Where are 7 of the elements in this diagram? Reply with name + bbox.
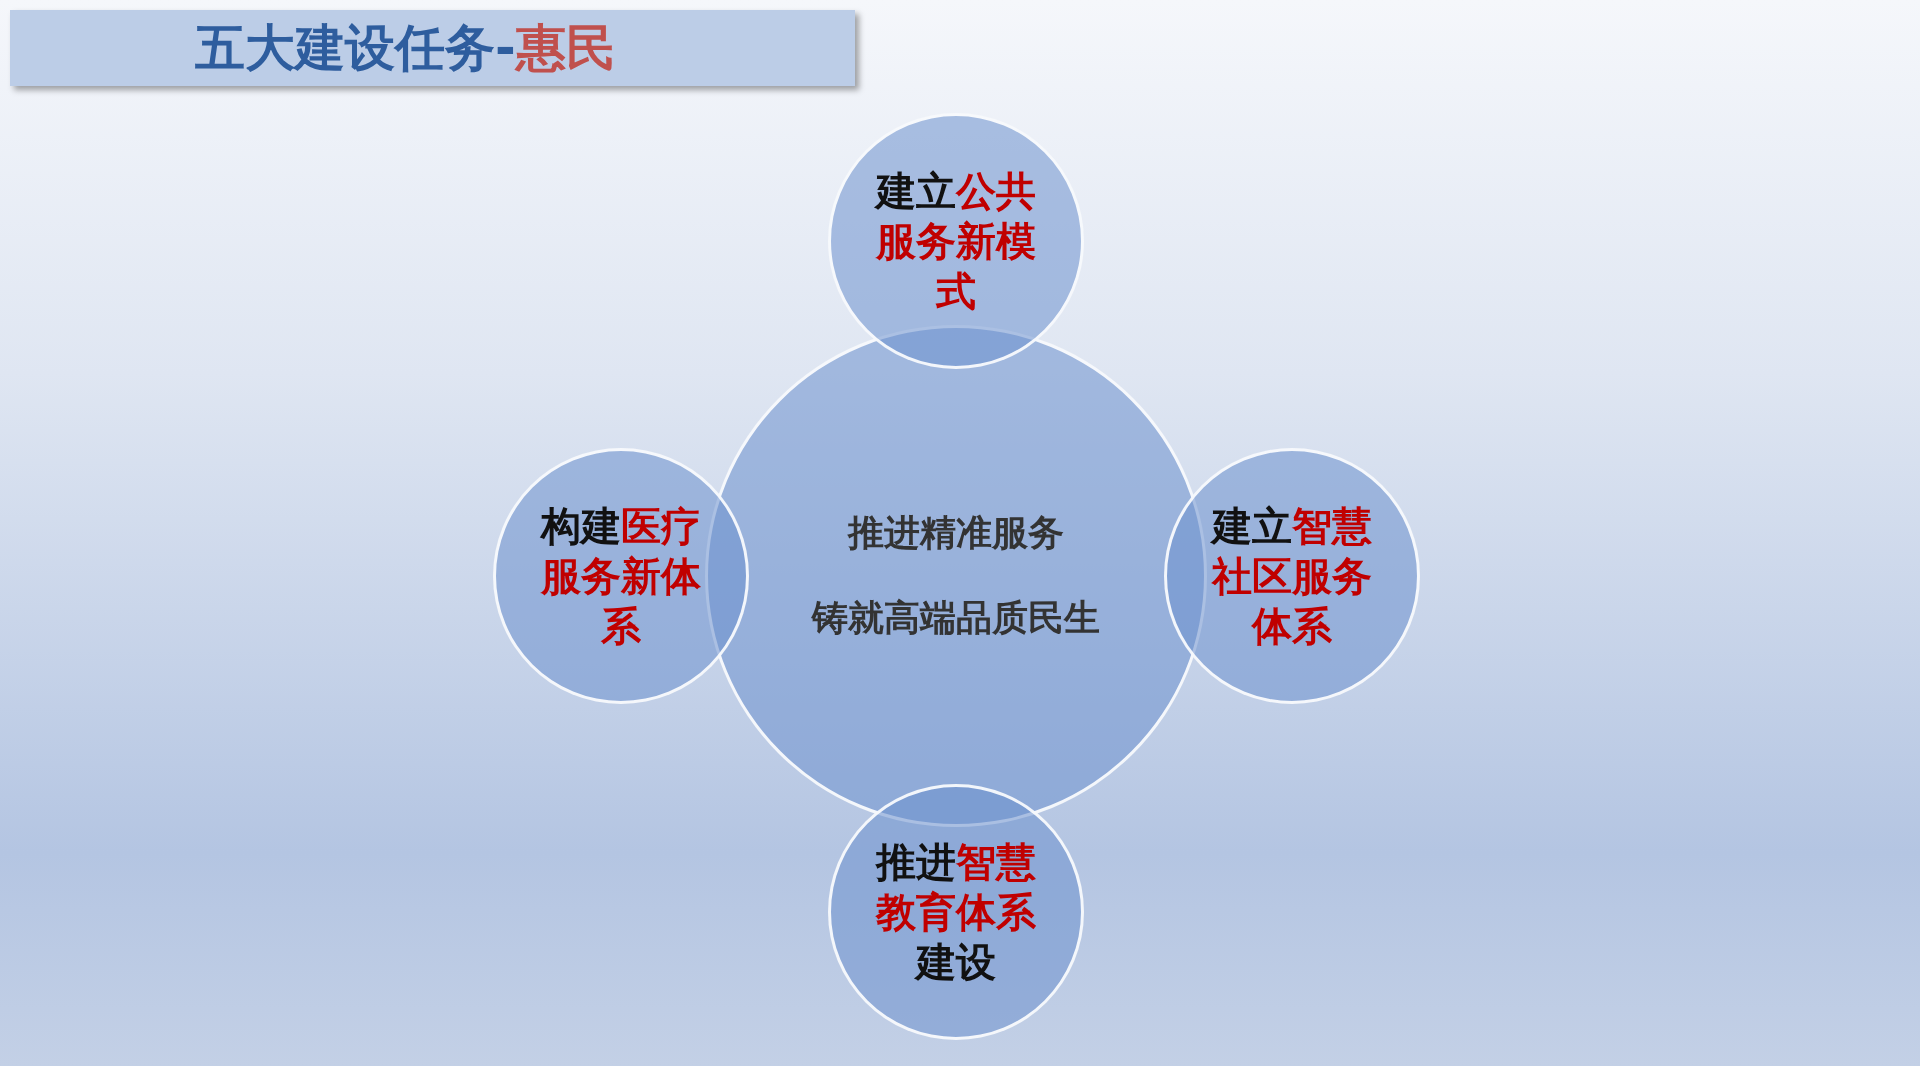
- circle-text: 推进精准服务: [848, 511, 1064, 555]
- circle-text: 铸就高端品质民生: [812, 596, 1100, 640]
- circle-text: 建立公共服务新模式: [875, 167, 1037, 316]
- circle-text: 构建医疗服务新体系: [540, 502, 702, 651]
- circle-text: 建立智慧社区服务体系: [1211, 502, 1373, 651]
- circle-text: 推进智慧教育体系建设: [875, 838, 1037, 987]
- title-banner: 五大建设任务-惠民: [10, 10, 855, 86]
